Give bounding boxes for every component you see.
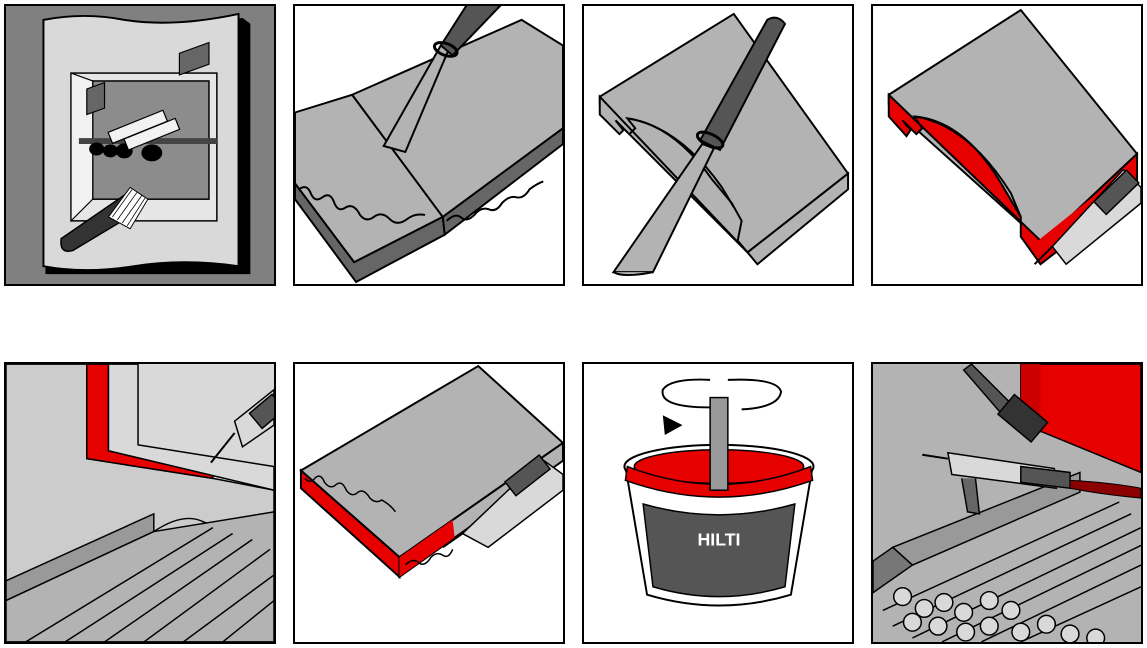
step-4-apply-sealant-board bbox=[871, 4, 1143, 286]
step-2-cut-board bbox=[293, 4, 565, 286]
step-5-apply-sealant-opening bbox=[4, 362, 276, 644]
step-7-stir-coating: HILTI bbox=[582, 362, 854, 644]
cut-board-illustration bbox=[295, 6, 563, 284]
coat-cables-illustration bbox=[873, 364, 1141, 642]
apply-sealant-board-illustration bbox=[873, 6, 1141, 284]
cut-notches-illustration bbox=[584, 6, 852, 284]
step-6-seal-board-edges bbox=[293, 362, 565, 644]
clean-opening-illustration bbox=[6, 6, 274, 284]
step-3-cut-notches bbox=[582, 4, 854, 286]
apply-sealant-opening-illustration bbox=[6, 364, 274, 642]
seal-board-edges-illustration bbox=[295, 364, 563, 642]
stir-coating-illustration bbox=[584, 364, 852, 642]
step-8-coat-cables bbox=[871, 362, 1143, 644]
step-1-clean-opening bbox=[4, 4, 276, 286]
